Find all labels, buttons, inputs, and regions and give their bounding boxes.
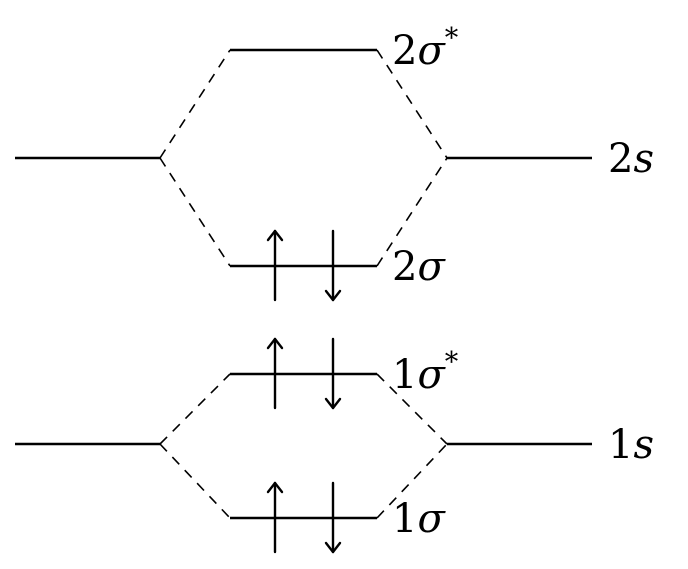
correlation-line (159, 443, 231, 519)
correlation-line (376, 157, 448, 267)
label-number: 1 (392, 352, 417, 398)
label-superscript: * (445, 347, 459, 378)
electron-spin-down-arrow (324, 289, 342, 302)
electron-spin-down-arrow (324, 541, 342, 554)
label-symbol: σ (417, 352, 446, 398)
label-symbol: s (633, 422, 654, 468)
electron-spin-up-arrow (266, 337, 284, 350)
label-symbol: σ (417, 496, 446, 542)
label-number: 2 (392, 244, 417, 290)
correlation-line (159, 157, 231, 267)
correlation-line (159, 373, 231, 445)
electron-pair-1sigma (266, 481, 342, 554)
electron-spin-up-arrow (266, 229, 284, 242)
label-1sigma: 1σ (392, 496, 446, 542)
electron-spin-down-arrow (324, 397, 342, 410)
label-symbol: s (633, 136, 654, 182)
label-2s: 2s (608, 136, 654, 182)
electron-pair-1sigma-star (266, 337, 342, 410)
electron-pair-2sigma (266, 229, 342, 302)
label-2sigma: 2σ (392, 244, 446, 290)
label-number: 2 (392, 28, 417, 74)
label-symbol: σ (417, 244, 446, 290)
label-1sigma-star: 1σ* (392, 347, 459, 398)
correlation-line (376, 49, 448, 159)
label-number: 1 (392, 496, 417, 542)
label-symbol: σ (417, 28, 446, 74)
label-number: 2 (608, 136, 633, 182)
electron-spin-up-arrow (266, 481, 284, 494)
label-1s: 1s (608, 422, 654, 468)
correlation-line (159, 49, 231, 159)
label-number: 1 (608, 422, 633, 468)
label-2sigma-star: 2σ* (392, 23, 459, 74)
label-superscript: * (445, 23, 459, 54)
